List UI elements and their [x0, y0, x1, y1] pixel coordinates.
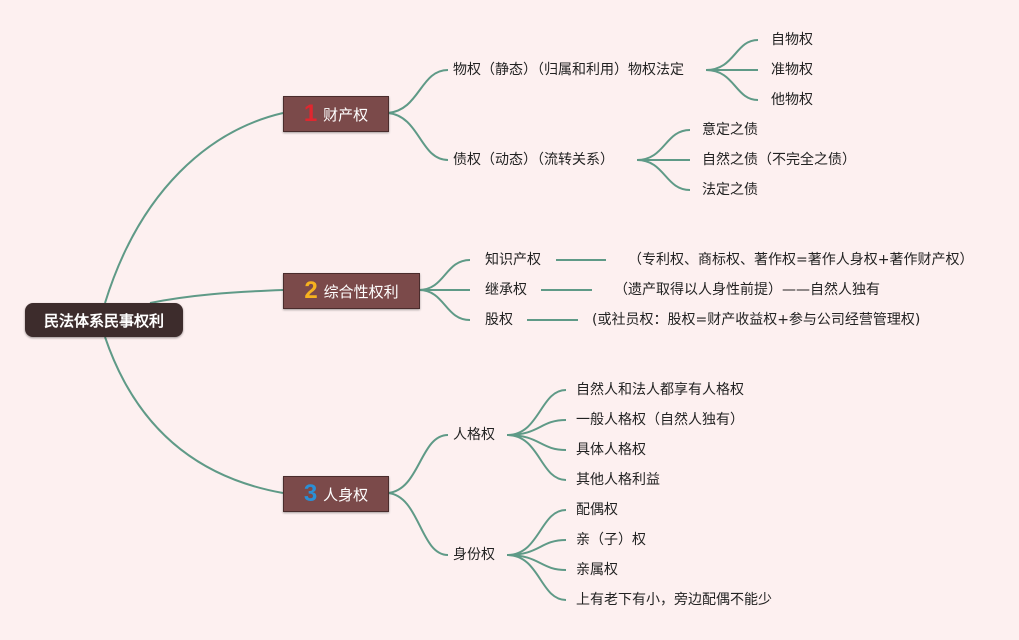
leaf-node[interactable]: 意定之债 [702, 122, 758, 138]
branch-label: 人身权 [323, 485, 369, 504]
inheritance-note: （遗产取得以人身性前提）——自然人独有 [614, 282, 880, 298]
status-rights-node[interactable]: 身份权 [453, 547, 495, 563]
equity-node[interactable]: 股权 [485, 312, 513, 328]
branch-number: 3 [303, 480, 318, 507]
leaf-node[interactable]: 亲属权 [576, 562, 618, 578]
branch-personal[interactable]: 3 人身权 [283, 476, 389, 512]
inheritance-node[interactable]: 继承权 [485, 282, 527, 298]
leaf-node[interactable]: 一般人格权（自然人独有） [576, 412, 744, 428]
branch-number: 1 [303, 100, 318, 127]
real-rights-node[interactable]: 物权（静态）（归属和利用）物权法定 [453, 62, 684, 78]
leaf-node[interactable]: 自物权 [771, 32, 813, 48]
claims-node[interactable]: 债权（动态）（流转关系） [453, 152, 614, 168]
leaf-node[interactable]: 配偶权 [576, 502, 618, 518]
branch-number: 2 [304, 277, 318, 304]
leaf-node[interactable]: 法定之债 [702, 182, 758, 198]
root-label: 民法体系民事权利 [43, 311, 164, 330]
ip-rights-note: （专利权、商标权、著作权=著作人身权+著作财产权） [628, 252, 974, 268]
equity-note: (或社员权：股权=财产收益权+参与公司经营管理权) [592, 312, 921, 328]
branch-label: 财产权 [323, 105, 369, 124]
personality-rights-node[interactable]: 人格权 [453, 427, 495, 443]
leaf-node[interactable]: 他物权 [771, 92, 813, 108]
branch-property[interactable]: 1 财产权 [283, 96, 389, 132]
leaf-node[interactable]: 自然人和法人都享有人格权 [576, 382, 744, 398]
leaf-node[interactable]: 准物权 [771, 62, 813, 78]
branch-comprehensive[interactable]: 2 综合性权利 [283, 273, 420, 309]
leaf-node[interactable]: 其他人格利益 [576, 472, 660, 488]
root-node[interactable]: 民法体系民事权利 [25, 303, 183, 337]
leaf-node[interactable]: 亲（子）权 [576, 532, 646, 548]
branch-label: 综合性权利 [323, 282, 399, 301]
leaf-node[interactable]: 上有老下有小，旁边配偶不能少 [576, 592, 772, 608]
leaf-node[interactable]: 具体人格权 [576, 442, 646, 458]
leaf-node[interactable]: 自然之债（不完全之债） [702, 152, 856, 168]
ip-rights-node[interactable]: 知识产权 [485, 252, 541, 268]
